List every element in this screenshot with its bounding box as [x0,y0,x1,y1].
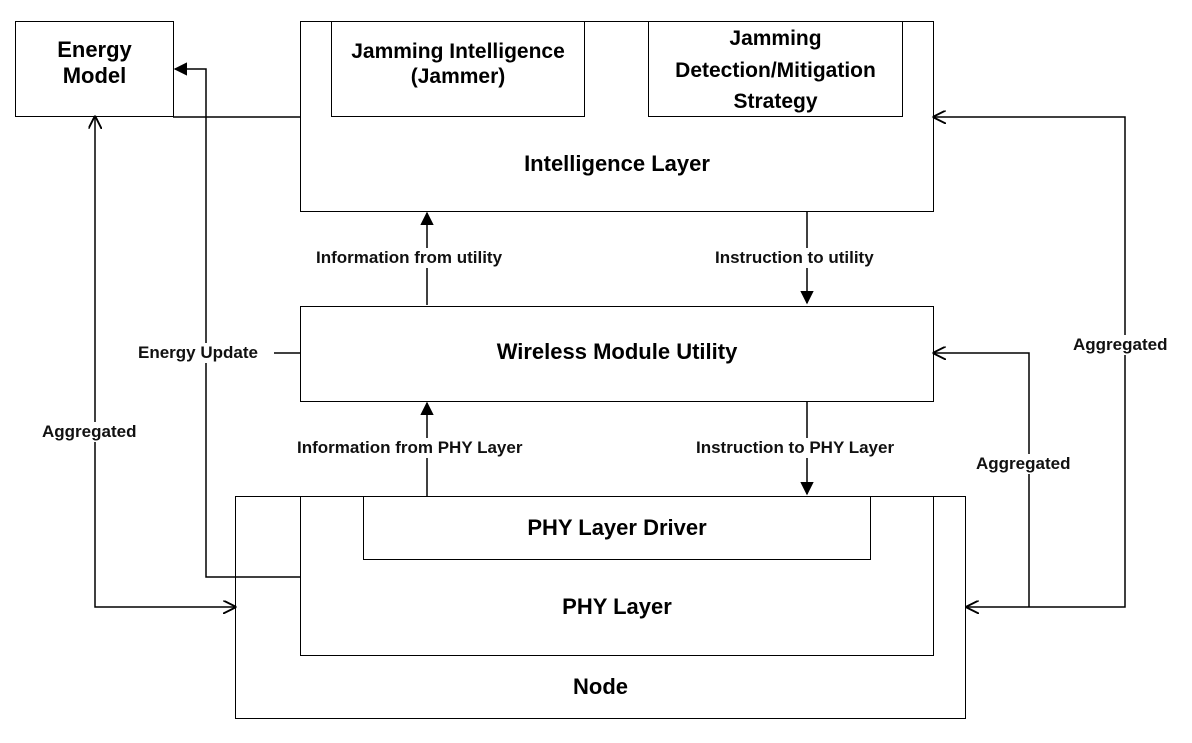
info-from-phy-label: Information from PHY Layer [295,438,525,458]
aggregated-left-label: Aggregated [40,422,139,442]
instruction-to-utility-label: Instruction to utility [713,248,876,268]
phy-layer-label: PHY Layer [562,594,672,619]
aggregated-right-mid-arrow [934,353,1030,607]
aggregated-right-mid-label: Aggregated [974,454,1073,474]
aggregated-right-top-label: Aggregated [1071,335,1170,355]
wireless-module-utility-label: Wireless Module Utility [496,339,738,364]
jamming-detection-label: Jamming Detection/Mitigation Strategy [675,27,876,113]
instruction-to-phy-label: Instruction to PHY Layer [694,438,897,458]
jamming-intelligence-label: Jamming Intelligence (Jammer) [351,40,565,89]
phy-layer-driver-label: PHY Layer Driver [527,515,707,540]
aggregated-left-arrow [95,117,235,607]
energy-update-label: Energy Update [136,343,260,363]
intelligence-layer-box [300,21,934,212]
node-label: Node [573,674,628,699]
intelligence-layer-label: Intelligence Layer [524,151,710,176]
info-from-utility-label: Information from utility [314,248,505,268]
wireless-module-utility-box [300,306,934,402]
jamming-intelligence-box [331,21,585,117]
aggregated-right-top-arrow [934,117,1126,607]
energy-model-label: Energy Model [57,37,132,89]
energy-model-box [15,21,174,117]
phy-layer-driver-box [363,496,871,560]
jamming-detection-box [648,21,903,117]
